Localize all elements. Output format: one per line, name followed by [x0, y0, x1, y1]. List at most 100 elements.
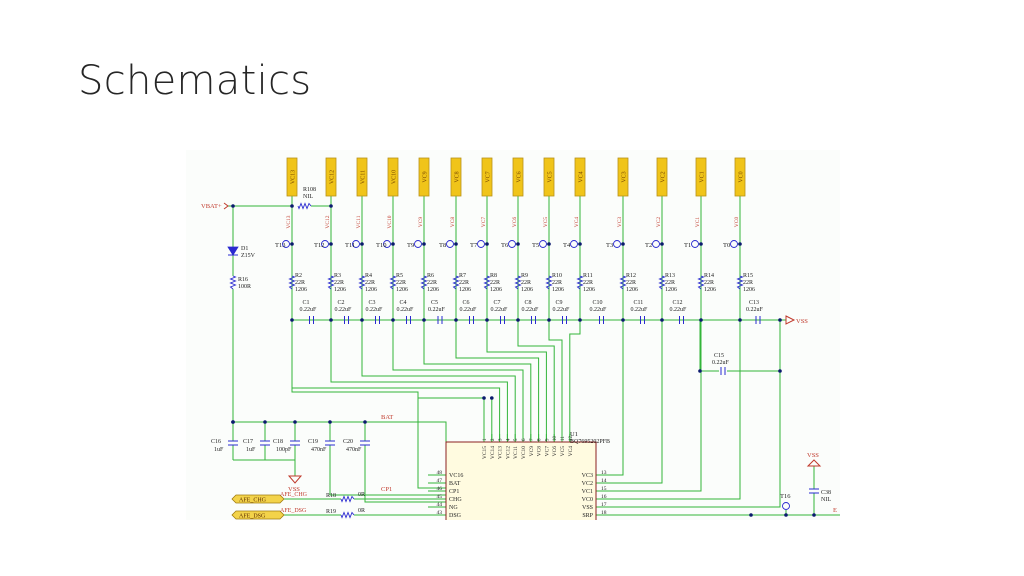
r16-value: 100R	[238, 284, 251, 290]
ic-pin-name: VC4	[568, 446, 574, 457]
r108-value: NIL	[303, 194, 313, 200]
net-tab-vc3	[617, 157, 629, 197]
ic-pin-name: DSG	[449, 513, 462, 519]
resistor-value: 22R	[552, 280, 562, 286]
test-point-label: T13	[275, 242, 285, 249]
cell-route	[423, 320, 532, 442]
junction-dot	[290, 204, 294, 208]
slide-title: Schematics	[78, 58, 312, 104]
capacitor-ref: C6	[463, 300, 470, 306]
junction-dot	[778, 318, 782, 322]
cell-route	[486, 320, 547, 442]
net-name: VC13	[286, 215, 292, 228]
resistor-package: 1206	[295, 287, 307, 293]
resistor-r11	[576, 275, 584, 290]
test-point-vc6	[508, 240, 516, 248]
capacitor-ref: C8	[525, 300, 532, 306]
resistor-r9	[514, 275, 522, 290]
test-point-label: T1	[684, 242, 691, 249]
net-name: VC8	[450, 217, 456, 228]
net-name: VC4	[574, 217, 580, 228]
resistor-ref: R4	[365, 273, 372, 279]
ic-pin-name: SRP	[582, 513, 593, 519]
capacitor-ref: C5	[431, 300, 438, 306]
net-tab-label: VC12	[330, 170, 336, 184]
net-name: VC6	[512, 217, 518, 228]
resistor-ref: R7	[459, 273, 466, 279]
right-pin-route	[614, 320, 624, 476]
port-afe-chg	[231, 494, 285, 504]
test-point-label: T0	[723, 242, 730, 249]
resistor-r4	[358, 275, 366, 290]
ic-pin-number: 4	[506, 438, 511, 441]
ic-pin-number: 18	[601, 510, 607, 516]
afe-chg-net: AFE_CHG	[280, 492, 308, 498]
r18-value: 0R	[358, 492, 365, 498]
resistor-ref: R8	[490, 273, 497, 279]
resistor-ref: R5	[396, 273, 403, 279]
capacitor-value: 0.22uF	[428, 307, 446, 313]
ic-pin-name: CP1	[449, 489, 459, 495]
junction-dot	[391, 242, 395, 246]
capacitor-ref: C7	[494, 300, 501, 306]
capacitor-value: 0.22uF	[460, 307, 478, 313]
bcap-ref: C20	[343, 439, 353, 445]
ic-part-number: BQ7695202PFB	[570, 439, 610, 445]
resistor-r7	[452, 275, 460, 290]
test-point-vc8	[446, 240, 454, 248]
ic-pin-number: 9	[545, 438, 550, 441]
ic-pin-number: 45	[437, 494, 443, 500]
resistor-package: 1206	[521, 287, 533, 293]
labels-layer: VC13VC13T13VC12VC12T12VC11VC11T11VC10VC1…	[201, 170, 837, 520]
ic-pin-name: VC6	[552, 446, 558, 457]
capacitor-value: 0.22uF	[590, 307, 608, 313]
resistor-value: 22R	[427, 280, 437, 286]
resistor-r13	[658, 275, 666, 290]
junction-dot	[422, 318, 426, 322]
test-point-label: T7	[470, 242, 478, 249]
resistor-r2	[288, 275, 296, 290]
test-point-label: T4	[563, 242, 571, 249]
test-point-label: T12	[314, 242, 324, 249]
net-tab-label: VC0	[739, 171, 745, 182]
r18-ref: R18	[326, 493, 336, 499]
net-tab-vc2	[656, 157, 668, 197]
test-point-t16-label: T16	[780, 493, 791, 500]
resistor-ref: R6	[427, 273, 434, 279]
junction-dot	[749, 513, 753, 517]
junction-dot	[293, 420, 297, 424]
junction-dot	[329, 318, 333, 322]
test-point-vc9	[414, 240, 422, 248]
resistor-package: 1206	[365, 287, 377, 293]
test-point-vc7	[477, 240, 485, 248]
resistor-package: 1206	[583, 287, 595, 293]
ic-pin-name: VC13	[498, 446, 504, 459]
cell-route	[392, 320, 524, 442]
vss-flag	[785, 315, 796, 325]
bat-net-label: BAT	[381, 414, 393, 421]
test-point-vc3	[613, 240, 621, 248]
resistor-package: 1206	[626, 287, 638, 293]
zener-diode-d1	[227, 246, 239, 256]
vss-route	[614, 371, 781, 508]
bcap-ref: C18	[273, 439, 283, 445]
junction-dot	[328, 420, 332, 424]
capacitor-ref: C4	[400, 300, 407, 306]
junction-dot	[329, 204, 333, 208]
net-tab-vc9	[418, 157, 430, 197]
net-tab-label: VC4	[579, 171, 585, 182]
cell-route	[330, 320, 508, 442]
ic-ref: U1	[570, 431, 578, 438]
net-tab-vc13	[286, 157, 298, 197]
net-name: VC10	[387, 215, 393, 228]
schematic-canvas: VC13VC13T13VC12VC12T12VC11VC11T11VC10VC1…	[201, 157, 840, 520]
net-tab-vc4	[574, 157, 586, 197]
capacitor-value: 0.22uF	[300, 307, 318, 313]
capacitor-ref: C1	[303, 300, 310, 306]
cp1-route	[364, 460, 446, 503]
junction-dot	[738, 318, 742, 322]
junction-dot	[738, 242, 742, 246]
resistor-r3	[327, 275, 335, 290]
resistor-package: 1206	[459, 287, 471, 293]
